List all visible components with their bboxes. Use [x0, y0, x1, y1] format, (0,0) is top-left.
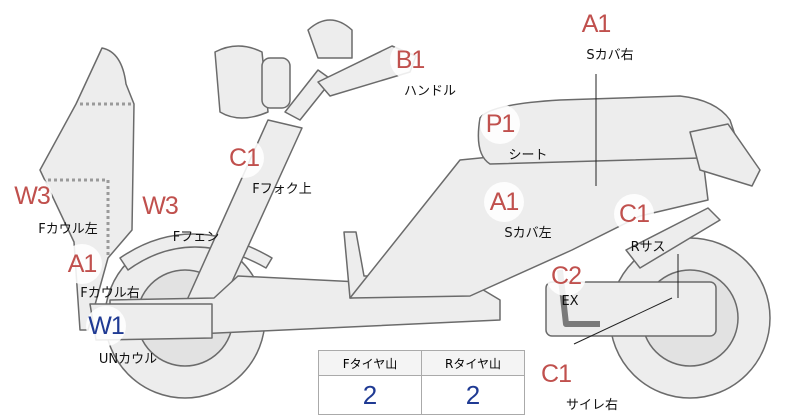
part-label-s-cover-left: Sカバ左	[504, 226, 552, 241]
part-label-f-fender: Fフェン	[172, 230, 220, 245]
rear-tire-header: Rタイヤ山	[421, 350, 525, 376]
leader-line-silencer	[573, 297, 673, 345]
headlight	[214, 45, 269, 119]
mirror	[307, 19, 353, 59]
part-label-f-fork-upper: Fフォク上	[252, 182, 312, 197]
part-label-under-cowl: UNカウル	[98, 352, 158, 367]
part-label-r-suspension: Rサス	[630, 240, 666, 255]
tire-table-header-row: Fタイヤ山 Rタイヤ山	[318, 350, 525, 376]
rear-tire-value: 2	[421, 375, 525, 415]
grade-badge-s-cover-right: A1	[576, 4, 616, 44]
grade-badge-handle: B1	[390, 40, 430, 80]
grade-badge-f-fork-upper: C1	[224, 138, 264, 178]
grade-badge-f-cowl-left: W3	[12, 176, 52, 216]
grade-badge-exhaust: C2	[546, 256, 586, 296]
tire-table-value-row: 2 2	[318, 375, 525, 415]
cowl-boundary-lower	[48, 178, 110, 258]
part-label-exhaust: EX	[561, 294, 579, 309]
grade-badge-f-cowl-right: A1	[62, 244, 102, 284]
grade-badge-s-cover-left: A1	[484, 182, 524, 222]
part-label-f-cowl-right: Fカウル右	[80, 286, 140, 301]
front-tire-value: 2	[318, 375, 422, 415]
grade-badge-silencer-right: C1	[536, 354, 576, 394]
front-tire-header: Fタイヤ山	[318, 350, 422, 376]
grade-badge-r-suspension: C1	[614, 194, 654, 234]
part-label-silencer-right: サイレ右	[565, 398, 619, 413]
headlight-ring	[261, 57, 291, 109]
handlebar-stem	[284, 69, 333, 121]
part-label-s-cover-right: Sカバ右	[586, 48, 634, 63]
part-label-f-cowl-left: Fカウル左	[38, 222, 98, 237]
grade-badge-f-fender: W3	[140, 186, 180, 226]
grade-badge-under-cowl: W1	[86, 306, 126, 346]
tire-tread-table: Fタイヤ山 Rタイヤ山 2 2	[318, 350, 525, 415]
part-label-seat: シート	[508, 148, 548, 163]
grade-badge-seat: P1	[480, 104, 520, 144]
tail-cowl	[689, 123, 761, 187]
part-label-handle: ハンドル	[403, 84, 457, 99]
rear-suspension	[625, 207, 721, 269]
